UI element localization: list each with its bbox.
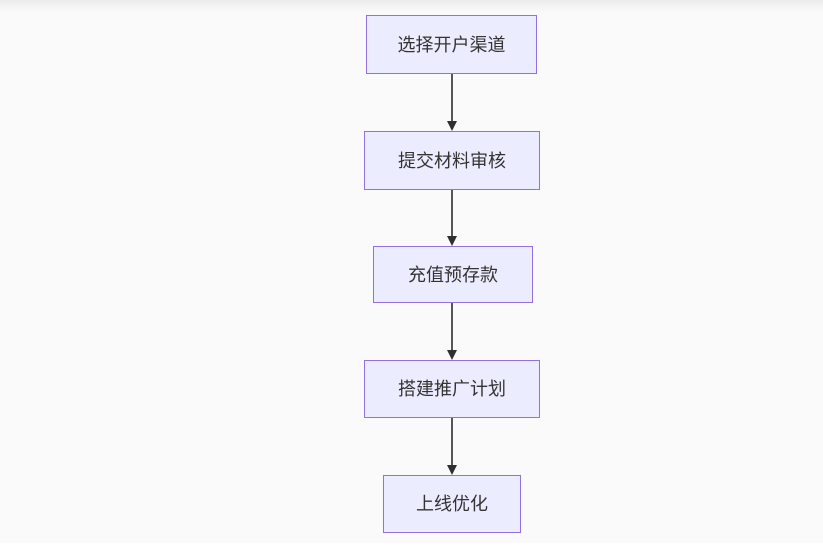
- flow-node-step-2: 提交材料审核: [364, 131, 540, 190]
- arrowhead-down-icon: [447, 236, 457, 246]
- flow-arrow-2: [446, 190, 458, 246]
- flow-arrow-1: [446, 74, 458, 131]
- arrowhead-down-icon: [447, 121, 457, 131]
- flow-node-step-5: 上线优化: [383, 475, 521, 533]
- flow-node-label: 上线优化: [416, 494, 488, 514]
- arrow-line: [451, 74, 453, 124]
- arrowhead-down-icon: [447, 465, 457, 475]
- arrow-line: [451, 418, 453, 468]
- arrow-line: [451, 303, 453, 353]
- flow-node-step-1: 选择开户渠道: [366, 15, 537, 74]
- flow-node-label: 提交材料审核: [398, 150, 506, 171]
- flow-node-step-3: 充值预存款: [373, 246, 533, 303]
- flow-arrow-3: [446, 303, 458, 360]
- arrow-line: [451, 190, 453, 239]
- bottom-edge: [0, 543, 823, 549]
- flow-node-label: 充值预存款: [408, 264, 498, 285]
- flow-arrow-4: [446, 418, 458, 475]
- top-edge-shadow: [0, 0, 823, 13]
- flow-node-step-4: 搭建推广计划: [364, 360, 540, 418]
- flow-node-label: 搭建推广计划: [398, 379, 506, 399]
- arrowhead-down-icon: [447, 350, 457, 360]
- flow-node-label: 选择开户渠道: [397, 34, 506, 55]
